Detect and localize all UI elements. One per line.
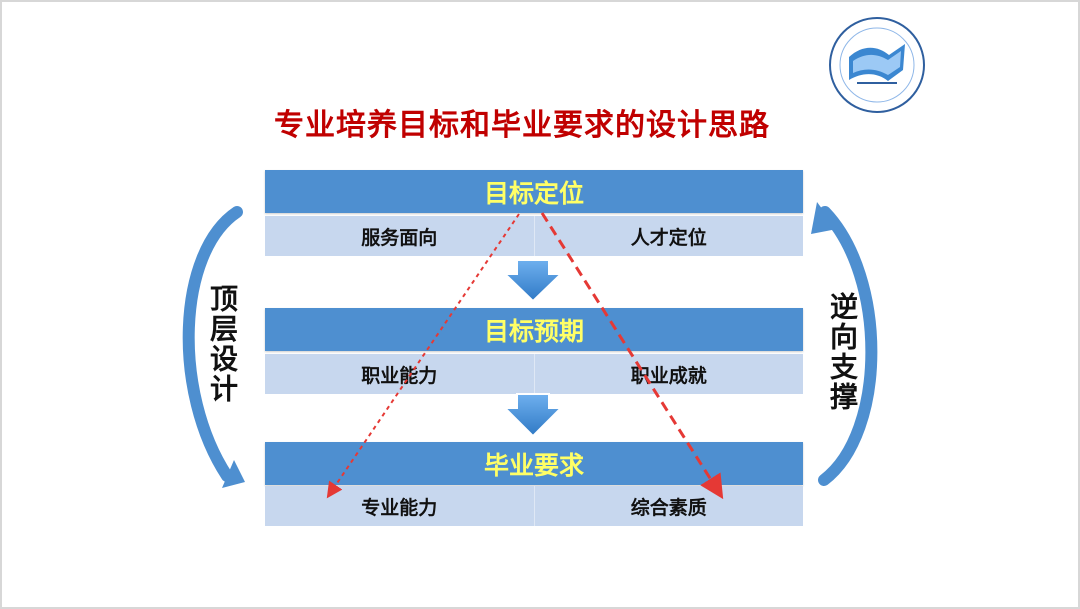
- right-vertical-label: 逆向支撑: [826, 292, 859, 412]
- level-header-target-positioning: 目标定位: [265, 170, 803, 213]
- institution-logo-icon: [829, 17, 925, 113]
- cell-comprehensive-quality: 综合素质: [533, 486, 804, 526]
- level-row-target-positioning: 服务面向 人才定位: [265, 216, 803, 256]
- cell-talent-positioning: 人才定位: [533, 216, 804, 256]
- cell-career-ability: 职业能力: [361, 364, 438, 387]
- down-arrow-1: [502, 259, 564, 303]
- level-row-target-expectation: 职业能力 职业成就: [265, 354, 803, 394]
- level-header-graduation-requirements: 毕业要求: [265, 442, 803, 485]
- left-vertical-label: 顶层设计: [206, 284, 239, 404]
- cell-service-orientation: 服务面向: [361, 226, 438, 249]
- down-arrow-2: [502, 393, 564, 438]
- cell-professional-ability: 专业能力: [361, 496, 438, 519]
- cell-career-achievement: 职业成就: [533, 354, 804, 394]
- page-title: 专业培养目标和毕业要求的设计思路: [274, 108, 770, 143]
- level-row-graduation-requirements: 专业能力 综合素质: [265, 486, 803, 526]
- level-header-target-expectation: 目标预期: [265, 308, 803, 351]
